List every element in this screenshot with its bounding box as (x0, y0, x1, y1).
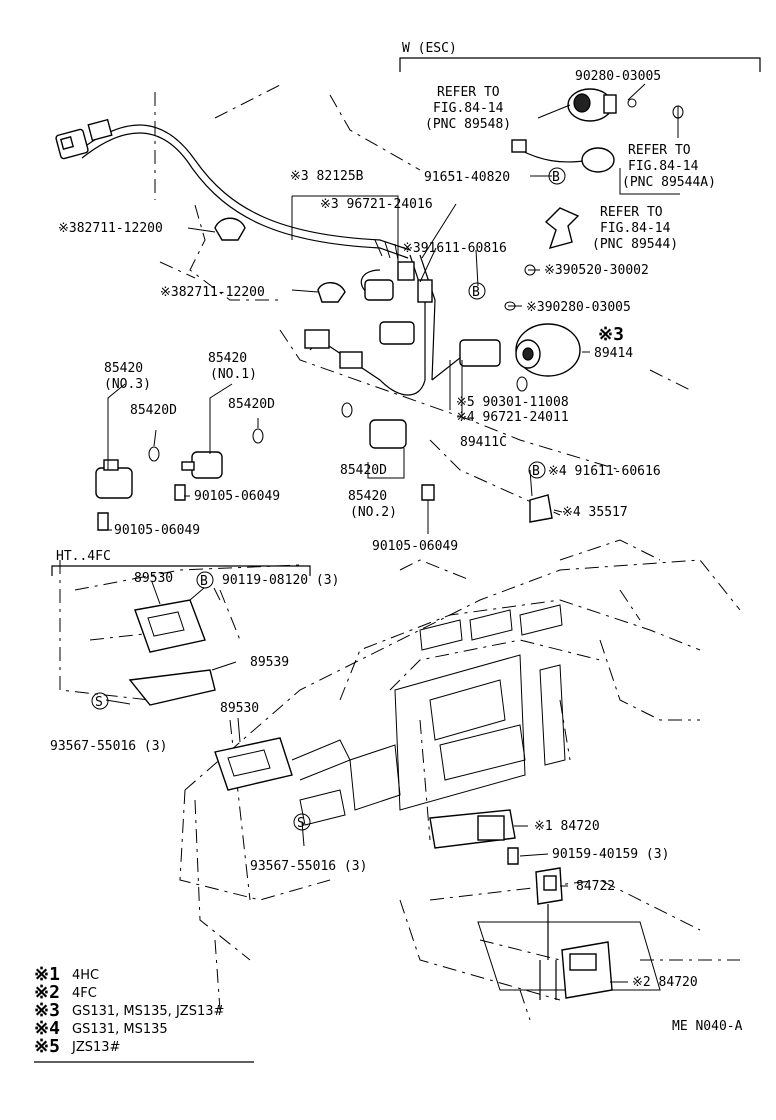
legend-text-5: JZS13# (71, 1040, 120, 1055)
label-l12: (PNC 89544) (592, 237, 678, 252)
legend-text-3: GS131, MS135, JZS13# (72, 1004, 224, 1019)
label-l10: REFER TO (600, 205, 663, 220)
label-l41: 93567-55016 (3) (50, 739, 167, 754)
marker-s1: S (95, 695, 103, 710)
group-w-esc-bracket (399, 57, 761, 72)
label-l39: 90119-08120 (3) (222, 573, 339, 588)
wire-harness (79, 124, 591, 396)
legend-mark-2: ※2 (34, 982, 60, 1003)
part-labels: 90280-03005 REFER TO FIG.84-14 (PNC 8954… (50, 69, 716, 990)
bolts (97, 484, 519, 865)
legend-mark-4: ※4 (34, 1018, 60, 1039)
clamp-lower (317, 282, 346, 303)
label-l30: 85420D (340, 463, 387, 478)
legend-mark-1: ※1 (34, 964, 60, 985)
marker-b4: B (200, 574, 208, 589)
sensor-89548 (567, 88, 617, 122)
label-l16: ※390520-30002 (544, 263, 649, 278)
marker-b1: B (552, 170, 560, 185)
group-label-w-esc: W (ESC) (402, 41, 457, 56)
circle-markers: B B B B S S (91, 167, 566, 831)
legend-text-4: GS131, MS135 (72, 1022, 168, 1037)
label-l32: ※4 91611-60616 (548, 464, 661, 479)
group-label-ht-4fc: HT..4FC (56, 549, 111, 564)
label-l26: 85420D (228, 397, 275, 412)
label-l36: 90105-06049 (114, 523, 200, 538)
label-l23: 85420 (104, 361, 143, 376)
marker-b2: B (472, 285, 480, 300)
solenoid-85420-no2 (369, 419, 407, 449)
label-l28: ※4 96721-24011 (456, 410, 569, 425)
arrow-indicator (544, 207, 580, 250)
label-l08: ※3 82125B (290, 169, 364, 184)
label-l19: ※3 (598, 324, 624, 345)
leader-lines (105, 83, 680, 983)
label-l06: FIG.84-14 (628, 159, 699, 174)
relay-82125B (364, 261, 433, 303)
label-l45: 90159-40159 (3) (552, 847, 669, 862)
marker-b3: B (532, 464, 540, 479)
legend-mark-5: ※5 (34, 1036, 60, 1057)
label-l11: FIG.84-14 (600, 221, 671, 236)
label-l27: ※5 90301-11008 (456, 395, 569, 410)
label-l22: (NO.1) (210, 367, 257, 382)
figure-code: ME N040-A (672, 1019, 743, 1034)
group-ht4fc-bracket (51, 565, 311, 576)
label-l38: 89530 (134, 571, 173, 586)
label-l03: FIG.84-14 (433, 101, 504, 116)
switch-84720-4fc (561, 941, 613, 999)
legend-text-1: 4HC (72, 968, 99, 983)
bracket-35517 (529, 494, 553, 523)
sensor-left-clip (304, 329, 363, 369)
computer-89530-upper (134, 599, 206, 653)
label-l40: 89539 (250, 655, 289, 670)
label-l29: 89411C (460, 435, 507, 450)
label-l07: (PNC 89544A) (622, 175, 716, 190)
connector-upper-left (55, 118, 113, 160)
label-l37: 90105-06049 (372, 539, 458, 554)
label-l13: ※3 96721-24016 (320, 197, 433, 212)
label-l35: ※4 35517 (562, 505, 628, 520)
label-l15: ※391611-60816 (402, 241, 507, 256)
label-l46: 84722 (576, 879, 615, 894)
legend: ※1 4HC ※2 4FC ※3 GS131, MS135, JZS13# ※4… (34, 964, 254, 1063)
actuator-89414 (515, 323, 581, 377)
sensor-center (379, 321, 501, 367)
label-l34: (NO.2) (350, 505, 397, 520)
bracket-89539 (128, 669, 216, 706)
label-l17: ※382711-12200 (160, 285, 265, 300)
label-l18: ※390280-03005 (526, 300, 631, 315)
label-l43: ※1 84720 (534, 819, 600, 834)
label-l25: 85420D (130, 403, 177, 418)
label-l33: 85420 (348, 489, 387, 504)
label-l42: 89530 (220, 701, 259, 716)
label-l21: 85420 (208, 351, 247, 366)
switch-84722 (535, 867, 563, 1000)
computer-89530-lower (214, 737, 351, 791)
label-l47: ※2 84720 (632, 975, 698, 990)
solenoid-85420-no3 (95, 459, 133, 499)
label-l02: REFER TO (437, 85, 500, 100)
label-l24: (NO.3) (104, 377, 151, 392)
label-l09: 91651-40820 (424, 170, 510, 185)
switch-84720-4hc (429, 809, 516, 849)
label-l05: REFER TO (628, 143, 691, 158)
label-l44: 93567-55016 (3) (250, 859, 367, 874)
clamp-upper (214, 217, 246, 241)
marker-s2: S (297, 816, 305, 831)
label-l01: 90280-03005 (575, 69, 661, 84)
label-l04: (PNC 89548) (425, 117, 511, 132)
label-l31: 90105-06049 (194, 489, 280, 504)
solenoid-85420-no1 (181, 451, 223, 479)
sensor-89544A (511, 139, 615, 173)
label-l14: ※382711-12200 (58, 221, 163, 236)
legend-mark-3: ※3 (34, 1000, 60, 1021)
label-l20: 89414 (594, 346, 633, 361)
legend-text-2: 4FC (72, 986, 97, 1001)
